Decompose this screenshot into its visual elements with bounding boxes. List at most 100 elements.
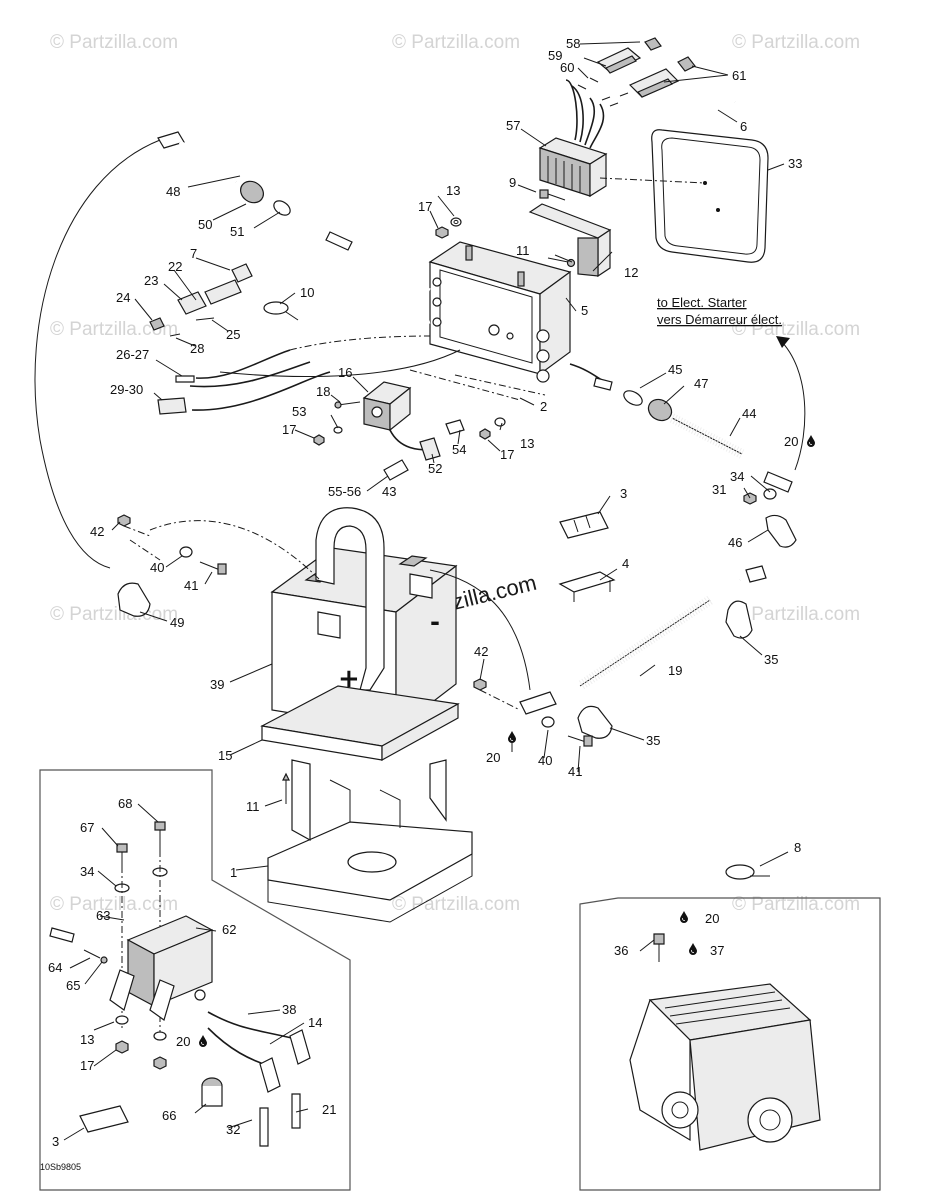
alignment-line [289, 335, 431, 351]
callout-60: 60 [560, 60, 574, 75]
oil-drop-icon [679, 910, 689, 924]
leader-lines [63, 41, 789, 1141]
connector-cap-24 [149, 317, 165, 331]
connector-63 [49, 927, 75, 943]
callout-10: 10 [300, 285, 314, 300]
callout-62: 62 [222, 922, 236, 937]
nut-17 [435, 226, 449, 239]
bolt-67 [116, 843, 128, 866]
callout-20: 20 [705, 911, 719, 926]
starter-note: to Elect. Starter vers Démarreur élect. [657, 295, 806, 471]
watermark-group: © Partzilla.com © Partzilla.com © Partzi… [50, 32, 860, 915]
wrench-tool-6 [698, 89, 736, 118]
callout-63: 63 [96, 908, 110, 923]
starter-solenoid-16 [362, 381, 412, 432]
watermark: © Partzilla.com [732, 604, 860, 625]
callout-54: 54 [452, 442, 466, 457]
callout-11: 11 [516, 243, 530, 258]
ground-cable-19 [519, 565, 767, 715]
harness-wires [565, 79, 605, 149]
nut-17c [479, 428, 491, 440]
callout-33: 33 [788, 156, 802, 171]
bracket-4 [558, 571, 616, 602]
washer-13b [494, 417, 506, 427]
spark-plugs-21 [259, 1093, 301, 1147]
starter-note-fr: vers Démarreur élect. [657, 312, 782, 327]
callout-34: 34 [730, 469, 744, 484]
callout-41: 41 [184, 578, 198, 593]
callout-31: 31 [712, 482, 726, 497]
connector-housing-58 [596, 37, 662, 74]
callout-3: 3 [52, 1134, 59, 1149]
inset-engine-frame [579, 897, 881, 1191]
connection-curves [34, 139, 531, 691]
starter-cable-44 [569, 363, 793, 493]
oil-drop-icon [688, 942, 698, 956]
spark-plug-caps-14 [259, 1029, 311, 1093]
alignment-line [123, 525, 161, 561]
callout-48: 48 [166, 184, 180, 199]
callout-68: 68 [118, 796, 132, 811]
watermark: © Partzilla.com [50, 894, 178, 915]
wiring-harness-7 [204, 260, 431, 326]
nut-42a [117, 514, 131, 527]
terminal-boot-35a [725, 600, 753, 639]
high-tension-leads-38 [207, 1011, 301, 1067]
callout-59: 59 [548, 48, 562, 63]
callout-36: 36 [614, 943, 628, 958]
voltage-regulator-57 [538, 137, 608, 198]
callout-24: 24 [116, 290, 130, 305]
connector-housing-61 [628, 56, 696, 98]
callout-57: 57 [506, 118, 520, 133]
electrical-box-2 [428, 241, 572, 383]
callout-15: 15 [218, 748, 232, 763]
callout-40: 40 [150, 560, 164, 575]
callout-28: 28 [190, 341, 204, 356]
cover-33 [651, 129, 769, 263]
wire-leads-26-29 [157, 349, 331, 415]
callout-64: 64 [48, 960, 62, 975]
callout-22: 22 [168, 259, 182, 274]
callout-20: 20 [176, 1034, 190, 1049]
washer-34a [763, 488, 777, 500]
ignition-coil-62 [109, 915, 214, 1021]
callout-19: 19 [668, 663, 682, 678]
oil-drop-icon [806, 434, 816, 448]
callout-21: 21 [322, 1102, 336, 1117]
watermark: © Partzilla.com [50, 32, 178, 53]
callout-6: 6 [740, 119, 747, 134]
callout-18: 18 [316, 384, 330, 399]
bolt-41b [567, 735, 593, 747]
callout-17: 17 [500, 447, 514, 462]
nut-31 [743, 492, 757, 505]
terminal-25 [195, 317, 215, 321]
callout-46: 46 [728, 535, 742, 550]
callout-49: 49 [170, 615, 184, 630]
callout-13: 13 [80, 1032, 94, 1047]
screw-11 [547, 257, 576, 268]
suppressor-66 [201, 1077, 223, 1107]
callout-35: 35 [764, 652, 778, 667]
callout-11: 11 [246, 799, 260, 814]
oil-drop-icon [507, 730, 517, 744]
callout-5: 5 [581, 303, 588, 318]
callout-55-56: 55-56 [328, 484, 361, 499]
callout-67: 67 [80, 820, 94, 835]
callout-23: 23 [144, 273, 158, 288]
washer-13c [115, 1015, 167, 1041]
callout-13: 13 [520, 436, 534, 451]
callout-8: 8 [794, 840, 801, 855]
alignment-line [479, 689, 521, 711]
negative-terminal-symbol: - [430, 608, 440, 636]
bolt-68 [154, 821, 166, 850]
callout-35: 35 [646, 733, 660, 748]
bolt-41a [199, 561, 227, 575]
connector-52-54 [389, 419, 465, 461]
watermark: © Partzilla.com [732, 32, 860, 53]
callout-7: 7 [190, 246, 197, 261]
cable-tie-10 [263, 301, 299, 321]
callout-50: 50 [198, 217, 212, 232]
nut-42b [473, 678, 487, 691]
nut-17b [313, 434, 325, 446]
